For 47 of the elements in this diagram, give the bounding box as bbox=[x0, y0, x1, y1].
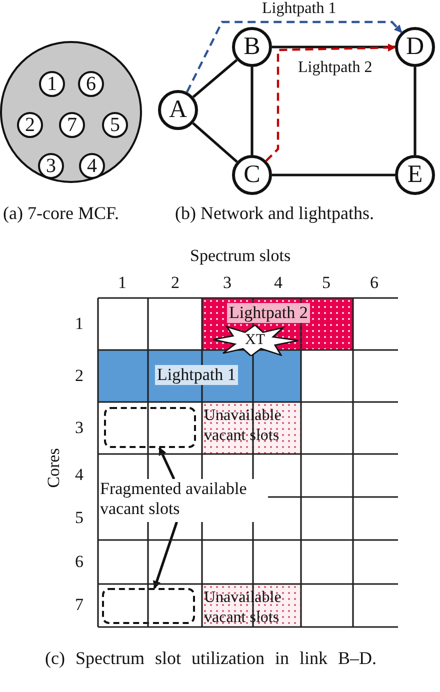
lightpath-band: Lightpath 1 bbox=[98, 350, 301, 402]
leader-arrow bbox=[153, 522, 178, 589]
dashed-outline bbox=[102, 588, 195, 624]
column-number: 3 bbox=[223, 273, 232, 293]
column-number: 2 bbox=[171, 273, 180, 293]
column-number: 1 bbox=[118, 273, 126, 293]
annotation-text: Fragmented available vacant slots bbox=[100, 479, 268, 522]
caption: (a) 7-core MCF. bbox=[3, 203, 120, 224]
column-number: 5 bbox=[322, 273, 330, 293]
network-node: C bbox=[232, 155, 272, 195]
core-circle: 3 bbox=[38, 153, 64, 179]
network-node: E bbox=[395, 155, 435, 195]
row-number: 7 bbox=[75, 595, 84, 615]
row-number: 4 bbox=[75, 465, 84, 485]
dashed-outline bbox=[104, 407, 196, 448]
caption: (b) Network and lightpaths. bbox=[175, 203, 374, 224]
axis-title: Cores bbox=[44, 448, 64, 488]
core-circle: 5 bbox=[102, 112, 128, 138]
network-node: A bbox=[158, 90, 198, 130]
core-circle: 2 bbox=[17, 112, 43, 138]
core-circle: 6 bbox=[78, 71, 104, 97]
link-line bbox=[272, 46, 395, 48]
axis-title: Spectrum slots bbox=[190, 246, 291, 266]
network-node: D bbox=[395, 27, 435, 67]
edge-label: Lightpath 2 bbox=[296, 59, 374, 76]
network-node: B bbox=[232, 27, 272, 67]
core-circle: 7 bbox=[59, 112, 85, 138]
row-number: 1 bbox=[75, 314, 84, 334]
core-circle: 4 bbox=[79, 153, 105, 179]
link-line bbox=[192, 58, 238, 98]
link-line bbox=[272, 174, 395, 176]
row-number: 6 bbox=[75, 552, 84, 572]
link-line bbox=[250, 67, 254, 155]
row-number: 3 bbox=[75, 418, 84, 438]
row-number: 5 bbox=[75, 508, 84, 528]
edge-label: Lightpath 1 bbox=[260, 0, 338, 17]
link-line bbox=[192, 122, 238, 163]
caption: (c) Spectrum slot utilization in link B–D. bbox=[45, 648, 378, 669]
lightpath-arrow bbox=[265, 44, 396, 162]
link-line bbox=[414, 67, 416, 155]
crosstalk-burst: XT bbox=[211, 325, 299, 356]
column-number: 4 bbox=[274, 273, 282, 293]
leader-arrow bbox=[158, 447, 176, 480]
lightpath-arrow bbox=[186, 20, 402, 93]
core-circle: 1 bbox=[39, 71, 65, 97]
column-number: 6 bbox=[370, 273, 378, 293]
row-number: 2 bbox=[75, 366, 84, 386]
